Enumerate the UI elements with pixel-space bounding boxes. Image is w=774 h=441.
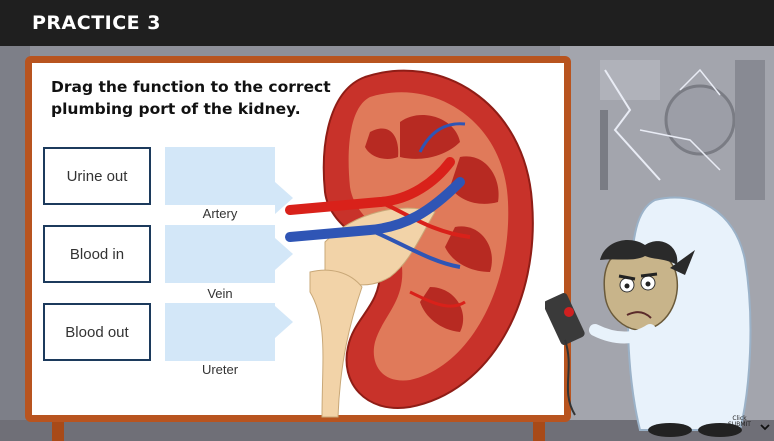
board-leg-left (52, 420, 64, 441)
port-label-artery: Artery (165, 206, 275, 221)
chevron-down-icon[interactable] (760, 422, 770, 432)
kidney-illustration (270, 62, 550, 422)
drop-arrow-ureter (275, 306, 293, 338)
remote-control-icon (545, 292, 586, 346)
header-bar: PRACTICE 3 (0, 0, 774, 46)
choice-urine-out[interactable]: Urine out (43, 147, 151, 205)
choice-blood-out[interactable]: Blood out (43, 303, 151, 361)
drop-zone-vein[interactable] (165, 225, 275, 283)
board-leg-right (533, 420, 545, 441)
page-title: PRACTICE 3 (32, 12, 161, 34)
mad-scientist-character (545, 190, 770, 440)
port-label-ureter: Ureter (165, 362, 275, 377)
drop-zone-ureter[interactable] (165, 303, 275, 361)
drop-arrow-vein (275, 238, 293, 270)
drop-arrow-artery (275, 182, 293, 214)
choice-blood-in[interactable]: Blood in (43, 225, 151, 283)
drop-zone-artery[interactable] (165, 147, 275, 205)
submit-hint[interactable]: Click SUBMIT (728, 416, 751, 428)
submit-hint-line2: SUBMIT (728, 422, 751, 428)
port-label-vein: Vein (165, 286, 275, 301)
